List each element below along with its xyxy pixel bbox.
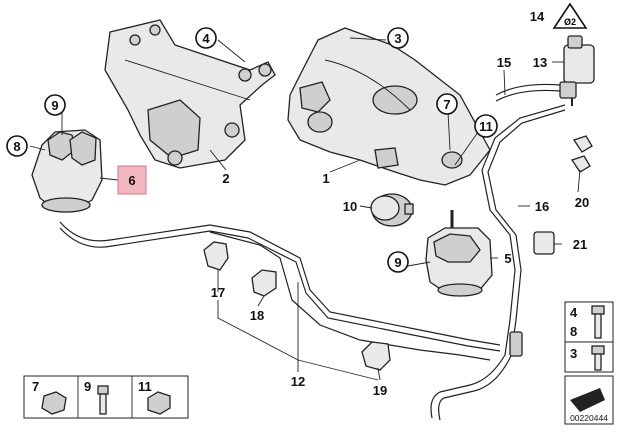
fastener-legend-left: 7 9 11 xyxy=(23,375,189,419)
callout-7-label: 7 xyxy=(443,97,450,112)
leader-lines xyxy=(29,37,581,381)
callout-7: 7 xyxy=(436,93,458,115)
callout-5-label: 5 xyxy=(504,251,511,266)
callout-18-label: 18 xyxy=(250,308,264,323)
warning-triangle-icon: Ø2 xyxy=(552,2,588,29)
diagram-id-box: 00220444 xyxy=(564,375,614,425)
bolt-icon-right-lower xyxy=(591,345,605,371)
callout-10-label: 10 xyxy=(343,199,357,214)
callout-17-label: 17 xyxy=(211,285,225,300)
callout-21-label: 21 xyxy=(573,237,587,252)
engine-bracket-part-2 xyxy=(104,19,276,169)
engine-mount-part-5 xyxy=(425,210,493,297)
clip-part-20 xyxy=(570,135,593,173)
clip-part-17 xyxy=(203,241,229,271)
callout-11: 11 xyxy=(474,114,498,138)
clip-part-19 xyxy=(361,341,391,371)
rubber-mount-part-10 xyxy=(370,193,414,227)
callout-6-label: 6 xyxy=(128,173,135,188)
callout-13-label: 13 xyxy=(533,55,547,70)
callout-8: 8 xyxy=(6,135,28,157)
callout-4: 4 xyxy=(195,27,217,49)
hex-nut-icon xyxy=(147,391,171,415)
crossmember-part-1 xyxy=(287,27,491,186)
vacuum-hoses xyxy=(59,83,566,421)
flange-nut-icon xyxy=(41,391,67,415)
callout-9a-label: 9 xyxy=(51,98,58,113)
callout-9b-label: 9 xyxy=(394,255,401,270)
callout-1-label: 1 xyxy=(322,171,329,186)
legend-left-label-11: 11 xyxy=(138,379,152,394)
fastener-legend-right: 4 8 3 xyxy=(564,301,614,373)
legend-right-label-3: 3 xyxy=(570,346,577,361)
warning-symbol-text: Ø2 xyxy=(564,17,576,27)
clip-part-21 xyxy=(533,231,555,255)
legend-left-label-7: 7 xyxy=(32,379,39,394)
callout-3: 3 xyxy=(387,27,409,49)
callout-11-label: 11 xyxy=(479,119,493,134)
solenoid-valve-part-13 xyxy=(559,35,595,106)
callout-20-label: 20 xyxy=(575,195,589,210)
callout-4-label: 4 xyxy=(202,31,210,46)
callout-9a: 9 xyxy=(44,94,66,116)
callout-2-label: 2 xyxy=(222,171,229,186)
callout-16-label: 16 xyxy=(535,199,549,214)
clip-part-18 xyxy=(251,269,277,297)
callout-15-label: 15 xyxy=(497,55,511,70)
legend-right-label-4: 4 xyxy=(570,305,578,320)
callout-19-label: 19 xyxy=(373,383,387,398)
callout-3-label: 3 xyxy=(394,31,401,46)
callout-12-label: 12 xyxy=(291,374,305,389)
legend-left-label-9: 9 xyxy=(84,379,91,394)
callout-8-label: 8 xyxy=(13,139,20,154)
callout-14-label: 14 xyxy=(530,9,545,24)
legend-right-label-8: 8 xyxy=(570,324,577,339)
callout-9b: 9 xyxy=(387,251,409,273)
bolt-icon-right-upper xyxy=(591,305,605,339)
diagram-id-number: 00220444 xyxy=(570,413,608,423)
engine-mount-part-6 xyxy=(31,129,103,213)
bolt-icon xyxy=(97,385,109,415)
arrow-icon xyxy=(570,388,605,412)
highlight-box-part-6 xyxy=(117,165,147,195)
